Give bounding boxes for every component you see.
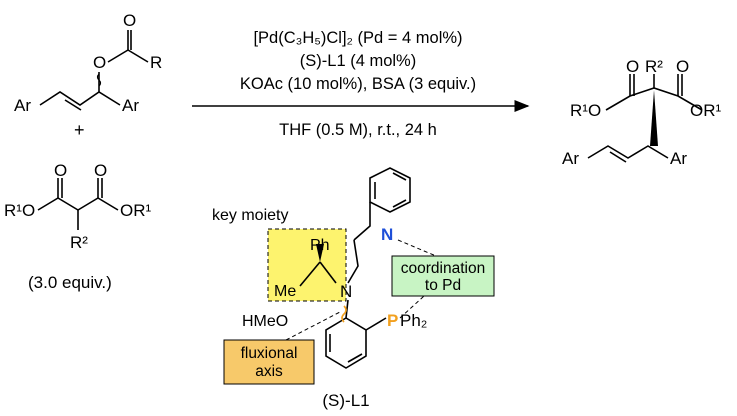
conditions-line: THF (0.5 M), r.t., 24 h	[279, 121, 437, 139]
ligand-pyridine-n: N	[381, 225, 393, 244]
substrate-r-group: R	[150, 53, 162, 72]
fluxional-label-2: axis	[255, 363, 283, 380]
axis-wavy-mark	[341, 305, 347, 323]
coordination-label-1: coordination	[401, 260, 485, 277]
ligand-ph2: Ph₂	[400, 311, 427, 330]
p-coordination-dash	[399, 295, 425, 319]
key-moiety-label: key moiety	[212, 207, 288, 224]
malonate-left-ester: R¹O	[4, 201, 35, 220]
substrate-ar-right: Ar	[122, 96, 139, 115]
product-left-ester: R¹O	[570, 101, 601, 120]
malonate-reagent	[37, 178, 119, 230]
ligand-ph: Ph	[310, 237, 330, 254]
malonate-o-right: O	[94, 161, 107, 180]
product-o-right: O	[676, 57, 689, 76]
ligand-line: (S)-L1 (4 mol%)	[300, 52, 416, 70]
product-right-ester: OR¹	[690, 101, 722, 120]
coordination-label-2: to Pd	[425, 277, 461, 294]
coordination-box	[391, 255, 495, 297]
ligand-phosphorus: P	[387, 311, 398, 330]
catalyst-line: [Pd(C₃H₅)Cl]₂ (Pd = 4 mol%)	[253, 29, 462, 47]
ligand-hmeo: HMeO	[242, 313, 288, 330]
substrate-ar-left: Ar	[14, 96, 31, 115]
product-structure	[587, 74, 703, 163]
ligand-name: (S)-L1	[322, 391, 369, 410]
malonate-equiv: (3.0 equiv.)	[28, 273, 112, 292]
fluxional-axis-box	[223, 339, 315, 385]
coordination-dash	[397, 239, 437, 257]
malonate-r2: R²	[70, 233, 88, 252]
product-o-left: O	[626, 57, 639, 76]
product-ar-left: Ar	[562, 149, 579, 168]
stereo-wedge	[650, 90, 658, 146]
malonate-right-ester: OR¹	[120, 201, 152, 220]
ligand-amine-n: N	[340, 282, 352, 301]
ligand-stereo-wedge	[316, 244, 324, 262]
ligand-bonds	[299, 202, 387, 369]
substrate-carbonyl-o: O	[123, 11, 136, 30]
substrate-ester-o: O	[93, 53, 106, 72]
plus-sign: +	[74, 120, 85, 140]
allylic-ester-substrate	[39, 30, 149, 111]
key-moiety-box	[267, 228, 347, 302]
product-ar-right: Ar	[670, 149, 687, 168]
ligand-me: Me	[274, 283, 296, 300]
pyridine-ring	[369, 167, 411, 213]
fluxional-label-1: fluxional	[241, 345, 298, 362]
additives-line: KOAc (10 mol%), BSA (3 equiv.)	[240, 75, 476, 93]
wavy-bond	[96, 73, 102, 87]
fluxional-dash	[285, 311, 341, 341]
malonate-o-left: O	[54, 161, 67, 180]
product-r2: R²	[645, 57, 663, 76]
